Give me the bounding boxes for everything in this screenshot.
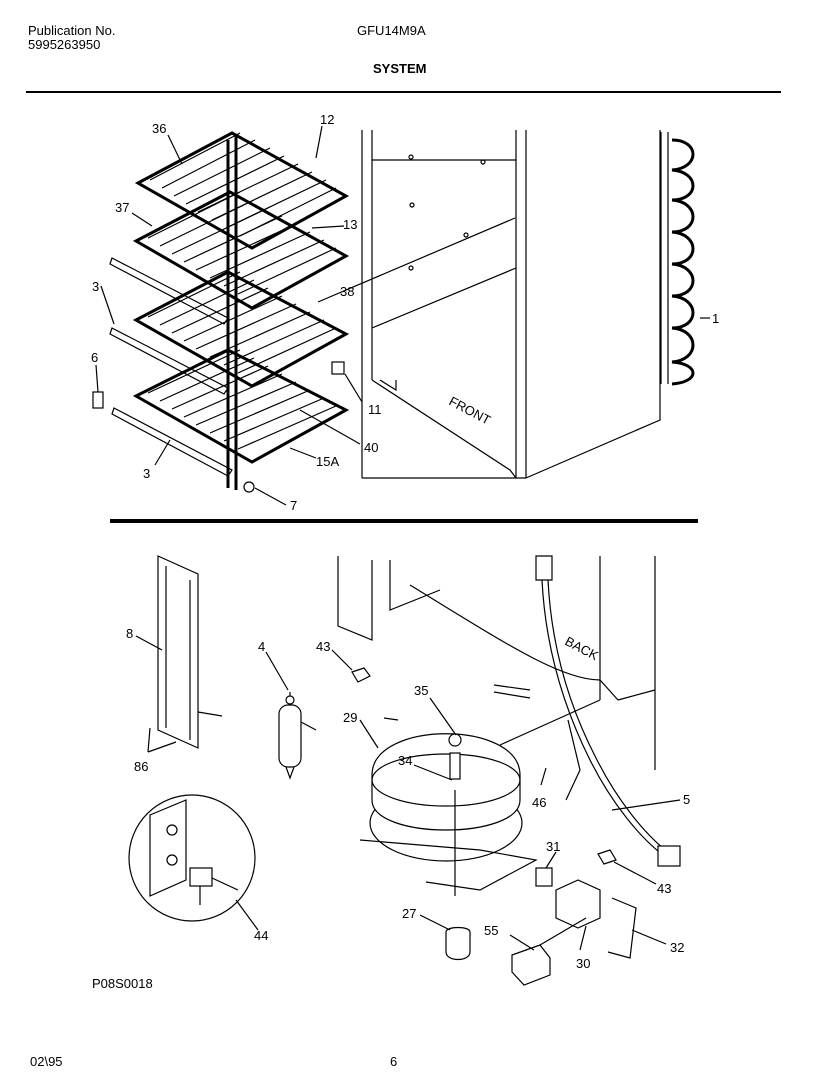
fitting-part-7 xyxy=(243,481,255,493)
part-label-7: 7 xyxy=(290,498,297,513)
overload-31 xyxy=(535,867,553,887)
evaporator-tubing xyxy=(226,135,238,490)
part-label-38: 38 xyxy=(340,284,354,299)
part-label-5: 5 xyxy=(683,792,690,807)
capacitor-55 xyxy=(511,944,551,986)
compressor-29 xyxy=(359,717,538,896)
part-label-46: 46 xyxy=(532,795,546,810)
filter-drier-4 xyxy=(278,692,317,780)
part-label-12: 12 xyxy=(320,112,334,127)
part-label-32: 32 xyxy=(670,940,684,955)
leader-lines xyxy=(95,125,710,951)
front-annotation: FRONT xyxy=(447,393,494,427)
clip-43b xyxy=(597,849,617,865)
evaporator-shelf-37 xyxy=(132,190,350,310)
clip-43a xyxy=(351,667,371,683)
evaporator-shelf-assembly xyxy=(92,131,350,493)
cover-32 xyxy=(607,897,637,959)
evaporator-shelf-40 xyxy=(132,348,350,464)
part-label-3b: 3 xyxy=(143,466,150,481)
part-label-8: 8 xyxy=(126,626,133,641)
section-title: SYSTEM xyxy=(373,61,427,76)
back-annotation: BACK xyxy=(563,633,602,663)
part-label-35: 35 xyxy=(414,683,428,698)
header-rule xyxy=(26,91,781,93)
part-label-44: 44 xyxy=(254,928,268,943)
part-label-36: 36 xyxy=(152,121,166,136)
part-label-31: 31 xyxy=(546,839,560,854)
part-label-15a: 15A xyxy=(316,454,339,469)
part-label-6: 6 xyxy=(91,350,98,365)
condenser-coil xyxy=(660,132,695,386)
part-label-4: 4 xyxy=(258,639,265,654)
part-label-1: 1 xyxy=(712,311,719,326)
page-number: 6 xyxy=(390,1054,398,1069)
evaporator-shelf-36 xyxy=(134,131,350,250)
part-label-27: 27 xyxy=(402,906,416,921)
part-label-55: 55 xyxy=(484,923,498,938)
outlet-detail-44 xyxy=(128,794,256,922)
clip-part-11 xyxy=(331,361,345,375)
section-divider xyxy=(110,519,698,523)
part-label-34: 34 xyxy=(398,753,412,768)
publication-label: Publication No. xyxy=(28,23,116,38)
relay-30 xyxy=(555,879,601,929)
part-label-11: 11 xyxy=(368,402,382,417)
part-label-86: 86 xyxy=(134,759,148,774)
part-label-30: 30 xyxy=(576,956,590,971)
cover-plate-8 xyxy=(157,555,223,749)
part-label-37: 37 xyxy=(115,200,129,215)
part-label-43a: 43 xyxy=(316,639,330,654)
publication-number: 5995263950 xyxy=(28,37,101,52)
clip-part-6 xyxy=(92,391,104,409)
evaporator-shelf-38 xyxy=(132,270,350,388)
model-number: GFU14M9A xyxy=(357,23,426,38)
part-label-3a: 3 xyxy=(92,279,99,294)
leader-38 xyxy=(317,217,516,303)
revision-date: 02\95 xyxy=(30,1054,63,1069)
part-label-43b: 43 xyxy=(657,881,671,896)
freezer-cabinet xyxy=(317,130,661,479)
shelf-rail-mid xyxy=(109,327,229,395)
part-label-29: 29 xyxy=(343,710,357,725)
part-label-40: 40 xyxy=(364,440,378,455)
part-label-13: 13 xyxy=(343,217,357,232)
shelf-rail-upper xyxy=(109,257,229,325)
grommet-27 xyxy=(445,926,471,961)
lower-cabinet xyxy=(337,556,656,770)
shelf-rail-lower xyxy=(111,407,233,477)
drawing-id: P08S0018 xyxy=(92,976,153,991)
power-cord-5 xyxy=(493,555,681,867)
